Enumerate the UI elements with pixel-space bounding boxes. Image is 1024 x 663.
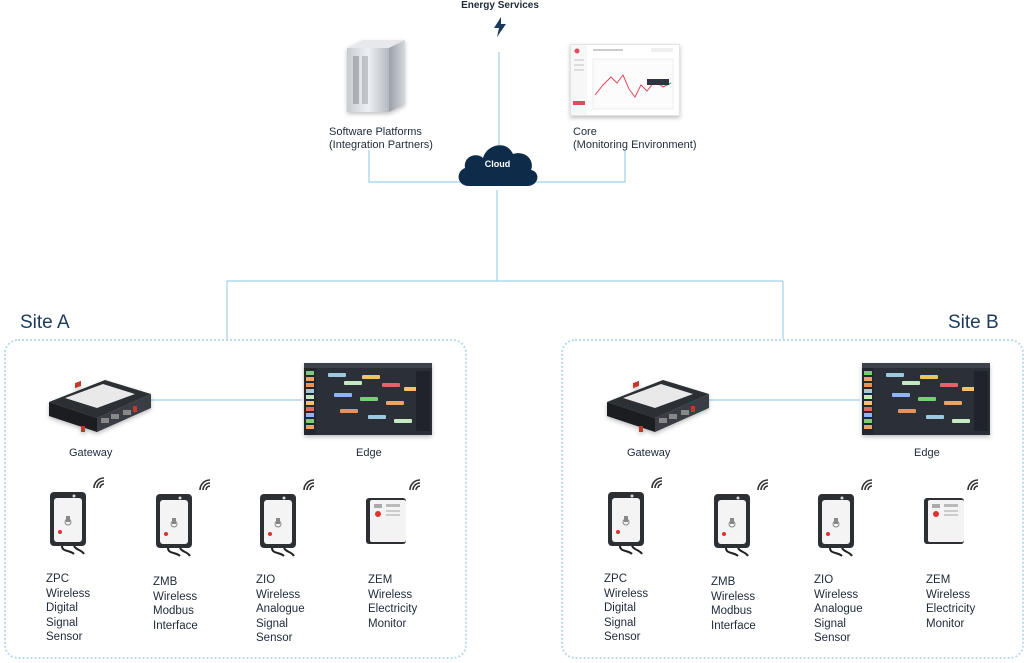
site-a-container [4,339,467,659]
sensor-device-icon [44,488,96,561]
gateway-device-icon [603,372,711,441]
sensor-device-icon [708,490,760,563]
cloud-label: Cloud [484,159,511,169]
wireless-signal-icon [650,476,664,495]
core-label: Core (Monitoring Environment) [573,126,697,151]
wireless-signal-icon [860,478,874,497]
cloud-node: Cloud [455,138,540,188]
sensor-device-icon [918,490,978,553]
energy-services-node: Energy Services [440,0,560,42]
wireless-signal-icon [756,478,770,497]
dashboard-chart-icon [571,45,674,115]
edge-label: Edge [356,447,382,459]
edge-label: Edge [914,447,940,459]
edge-dashboard-icon [862,363,990,440]
core-dashboard-screenshot [570,44,680,116]
site-a-title: Site A [20,312,70,333]
software-platforms-label: Software Platforms (Integration Partners… [329,126,433,151]
wireless-signal-icon [966,478,980,497]
sensor-device-icon [254,490,306,563]
site-b-container [561,339,1024,659]
cloud-icon [458,145,538,186]
energy-services-label: Energy Services [461,0,539,11]
sensor-device-icon [812,490,864,563]
gateway-label: Gateway [69,447,113,459]
gateway-label: Gateway [627,447,671,459]
gateway-device-icon [45,372,153,441]
site-b-title: Site B [948,312,999,333]
wireless-signal-icon [408,478,422,497]
lightning-icon [494,17,506,37]
wireless-signal-icon [198,478,212,497]
wireless-signal-icon [92,476,106,495]
wireless-signal-icon [302,478,316,497]
sensor-device-icon [150,490,202,563]
server-icon [347,40,405,112]
sensor-device-icon [602,488,654,561]
sensor-device-icon [360,490,420,553]
edge-dashboard-icon [304,363,432,440]
